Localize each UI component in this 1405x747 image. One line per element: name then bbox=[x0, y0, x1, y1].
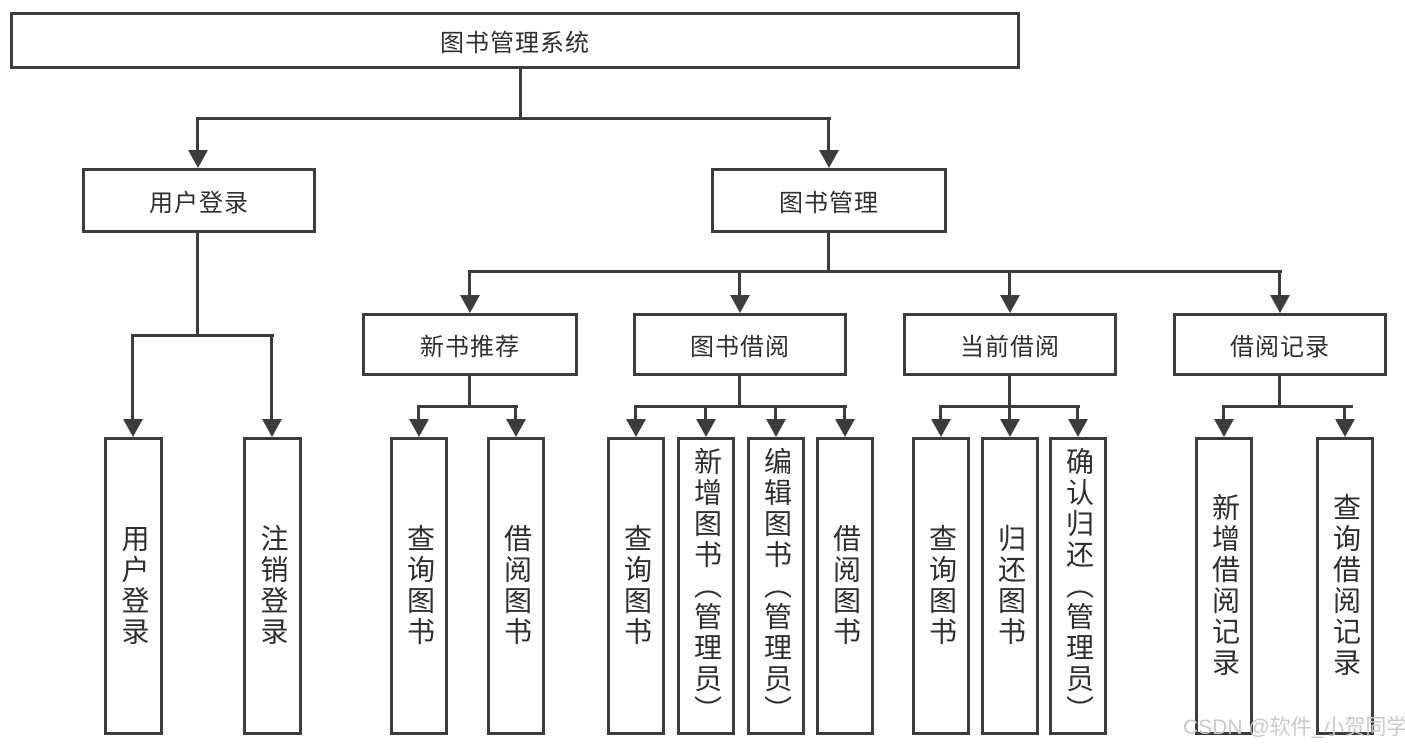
leaf-return-books-label: 归还图书 bbox=[995, 524, 1026, 648]
connector-arrow bbox=[1000, 295, 1020, 313]
connector-arrow bbox=[1214, 419, 1234, 437]
connector-line bbox=[634, 405, 847, 408]
connector-line bbox=[196, 117, 199, 153]
node-current-borrow-label: 当前借阅 bbox=[960, 334, 1060, 361]
node-new-book-recommend-label: 新书推荐 bbox=[420, 334, 520, 361]
connector-line bbox=[468, 270, 1282, 273]
connector-arrow bbox=[409, 419, 429, 437]
node-library-system: 图书管理系统 bbox=[10, 12, 1020, 69]
leaf-borrow-query-books: 查询图书 bbox=[607, 437, 665, 735]
node-user-login: 用户登录 bbox=[82, 168, 316, 233]
connector-arrow bbox=[766, 419, 786, 437]
leaf-recommend-borrow-books-label: 借阅图书 bbox=[501, 524, 532, 648]
connector-arrow bbox=[835, 419, 855, 437]
leaf-user-login-label: 用户登录 bbox=[118, 524, 150, 648]
connector-line bbox=[468, 376, 471, 408]
connector-line bbox=[827, 233, 830, 273]
connector-line bbox=[519, 69, 522, 119]
leaf-add-books-admin: 新增图书（管理员） bbox=[677, 437, 735, 735]
leaf-recommend-borrow-books: 借阅图书 bbox=[487, 437, 545, 735]
leaf-return-books: 归还图书 bbox=[981, 437, 1039, 735]
connector-line bbox=[939, 405, 942, 423]
connector-arrow bbox=[506, 419, 526, 437]
connector-line bbox=[196, 233, 199, 337]
node-borrow-records: 借阅记录 bbox=[1173, 313, 1387, 376]
connector-line bbox=[1222, 405, 1353, 408]
node-book-management: 图书管理 bbox=[711, 168, 947, 233]
connector-arrow bbox=[1270, 295, 1290, 313]
connector-line bbox=[1008, 405, 1011, 423]
connector-line bbox=[417, 405, 420, 423]
connector-arrow bbox=[819, 150, 839, 168]
connector-line bbox=[827, 117, 830, 153]
node-borrow-records-label: 借阅记录 bbox=[1230, 334, 1330, 361]
connector-line bbox=[468, 270, 471, 298]
connector-arrow bbox=[460, 295, 480, 313]
connector-arrow bbox=[696, 419, 716, 437]
leaf-confirm-return-admin: 确认归还（管理员） bbox=[1049, 437, 1107, 735]
leaf-borrow-books: 借阅图书 bbox=[816, 437, 874, 735]
leaf-recommend-query-books-label: 查询图书 bbox=[404, 524, 435, 648]
leaf-current-query-books: 查询图书 bbox=[912, 437, 970, 735]
connector-line bbox=[131, 334, 274, 337]
connector-line bbox=[738, 270, 741, 298]
connector-line bbox=[1008, 270, 1011, 298]
leaf-add-borrow-record-label: 新增借阅记录 bbox=[1209, 493, 1240, 679]
csdn-watermark: CSDN @软件_小贺同学 bbox=[1183, 716, 1405, 739]
node-new-book-recommend: 新书推荐 bbox=[362, 313, 578, 376]
connector-arrow bbox=[1000, 419, 1020, 437]
connector-arrow bbox=[730, 295, 750, 313]
connector-line bbox=[270, 334, 273, 422]
leaf-confirm-return-admin-label: 确认归还（管理员） bbox=[1063, 446, 1094, 726]
node-user-login-label: 用户登录 bbox=[149, 190, 249, 217]
connector-line bbox=[1278, 270, 1281, 298]
connector-line bbox=[1076, 405, 1079, 423]
connector-line bbox=[514, 405, 517, 423]
connector-line bbox=[1222, 405, 1225, 423]
connector-arrow bbox=[123, 419, 143, 437]
leaf-add-books-admin-label: 新增图书（管理员） bbox=[691, 446, 722, 726]
connector-line bbox=[1343, 405, 1346, 423]
connector-line bbox=[197, 117, 831, 120]
connector-arrow bbox=[1335, 419, 1355, 437]
leaf-query-borrow-record: 查询借阅记录 bbox=[1316, 437, 1374, 735]
connector-arrow bbox=[1068, 419, 1088, 437]
connector-line bbox=[774, 405, 777, 423]
leaf-add-borrow-record: 新增借阅记录 bbox=[1195, 437, 1253, 735]
leaf-edit-books-admin: 编辑图书（管理员） bbox=[747, 437, 805, 735]
connector-line bbox=[1008, 376, 1011, 408]
node-library-system-label: 图书管理系统 bbox=[440, 30, 590, 57]
leaf-borrow-books-label: 借阅图书 bbox=[830, 524, 861, 648]
connector-arrow bbox=[626, 419, 646, 437]
node-book-management-label: 图书管理 bbox=[779, 190, 879, 217]
connector-line bbox=[1278, 376, 1281, 408]
leaf-edit-books-admin-label: 编辑图书（管理员） bbox=[761, 446, 792, 726]
leaf-borrow-query-books-label: 查询图书 bbox=[621, 524, 652, 648]
connector-arrow bbox=[262, 419, 282, 437]
node-current-borrow: 当前借阅 bbox=[903, 313, 1117, 376]
connector-arrow bbox=[931, 419, 951, 437]
leaf-logout-label: 注销登录 bbox=[257, 524, 289, 648]
connector-line bbox=[634, 405, 637, 423]
leaf-user-login: 用户登录 bbox=[104, 437, 163, 735]
node-book-borrow-label: 图书借阅 bbox=[690, 334, 790, 361]
node-book-borrow: 图书借阅 bbox=[633, 313, 847, 376]
leaf-logout: 注销登录 bbox=[243, 437, 302, 735]
connector-line bbox=[738, 376, 741, 408]
leaf-recommend-query-books: 查询图书 bbox=[390, 437, 448, 735]
connector-line bbox=[843, 405, 846, 423]
connector-line bbox=[417, 405, 518, 408]
connector-line bbox=[704, 405, 707, 423]
connector-line bbox=[131, 334, 134, 422]
leaf-query-borrow-record-label: 查询借阅记录 bbox=[1330, 493, 1361, 679]
leaf-current-query-books-label: 查询图书 bbox=[926, 524, 957, 648]
connector-arrow bbox=[188, 150, 208, 168]
